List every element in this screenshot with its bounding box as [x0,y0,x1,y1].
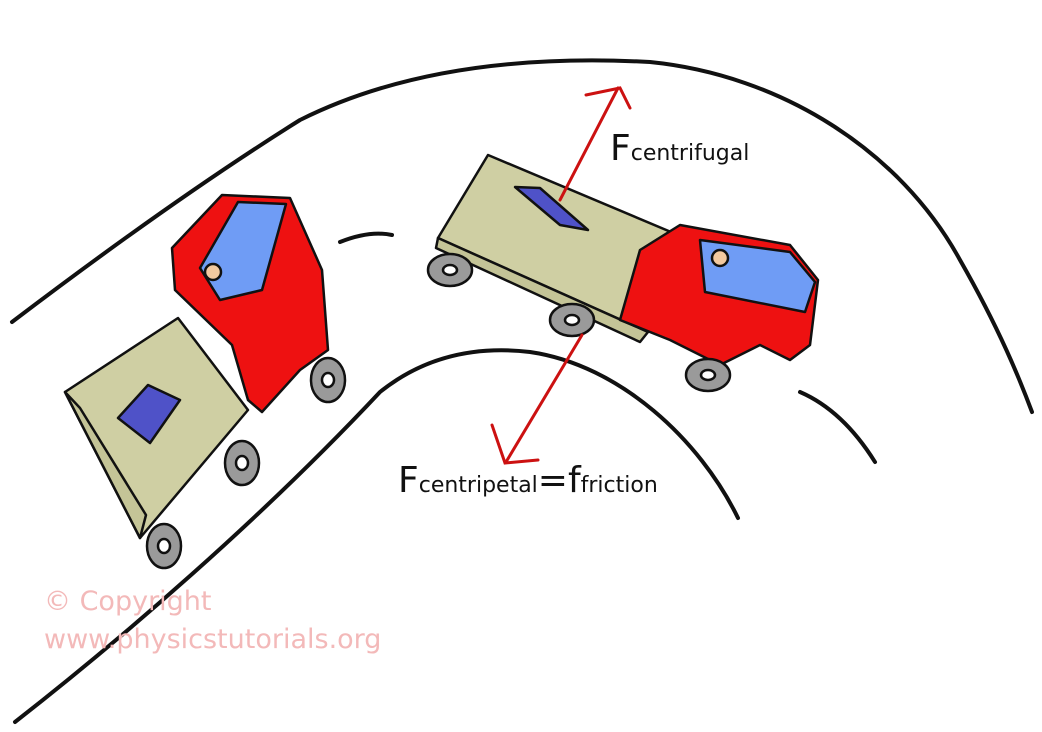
road-outer-edge [10,58,1034,414]
force-symbol: F [610,128,631,169]
centripetal-force-arrow [490,333,584,465]
truck-left [63,193,347,570]
road-center-dash [798,390,877,464]
equals-friction-symbol: =f [537,460,581,501]
truck-right [426,153,820,393]
force-symbol: F [398,460,419,501]
watermark-line2: www.physicstutorials.org [44,624,382,655]
road-center-dash [338,231,394,244]
centrifugal-force-arrow [558,86,632,202]
wheel [145,522,183,570]
cargo-box [513,185,590,232]
driver-head [203,262,223,282]
friction-subscript: friction [580,473,658,498]
road-inner-edge [13,348,740,724]
wheel [684,357,732,393]
watermark-line1: © Copyright [44,586,212,617]
truck-bed-side [63,390,148,540]
wheel [548,302,596,338]
centripetal-label: Fcentripetal=ffriction [398,460,658,501]
wheel [426,252,474,288]
wheel [309,356,347,404]
driver-head [710,248,730,268]
truck-bed-side [434,236,650,344]
centripetal-subscript: centripetal [418,473,538,498]
centrifugal-label: Fcentrifugal [610,128,749,169]
wheel [223,439,261,487]
cargo-box [116,383,182,445]
copyright-watermark: © Copyright www.physicstutorials.org [44,583,381,659]
centrifugal-subscript: centrifugal [630,141,750,166]
